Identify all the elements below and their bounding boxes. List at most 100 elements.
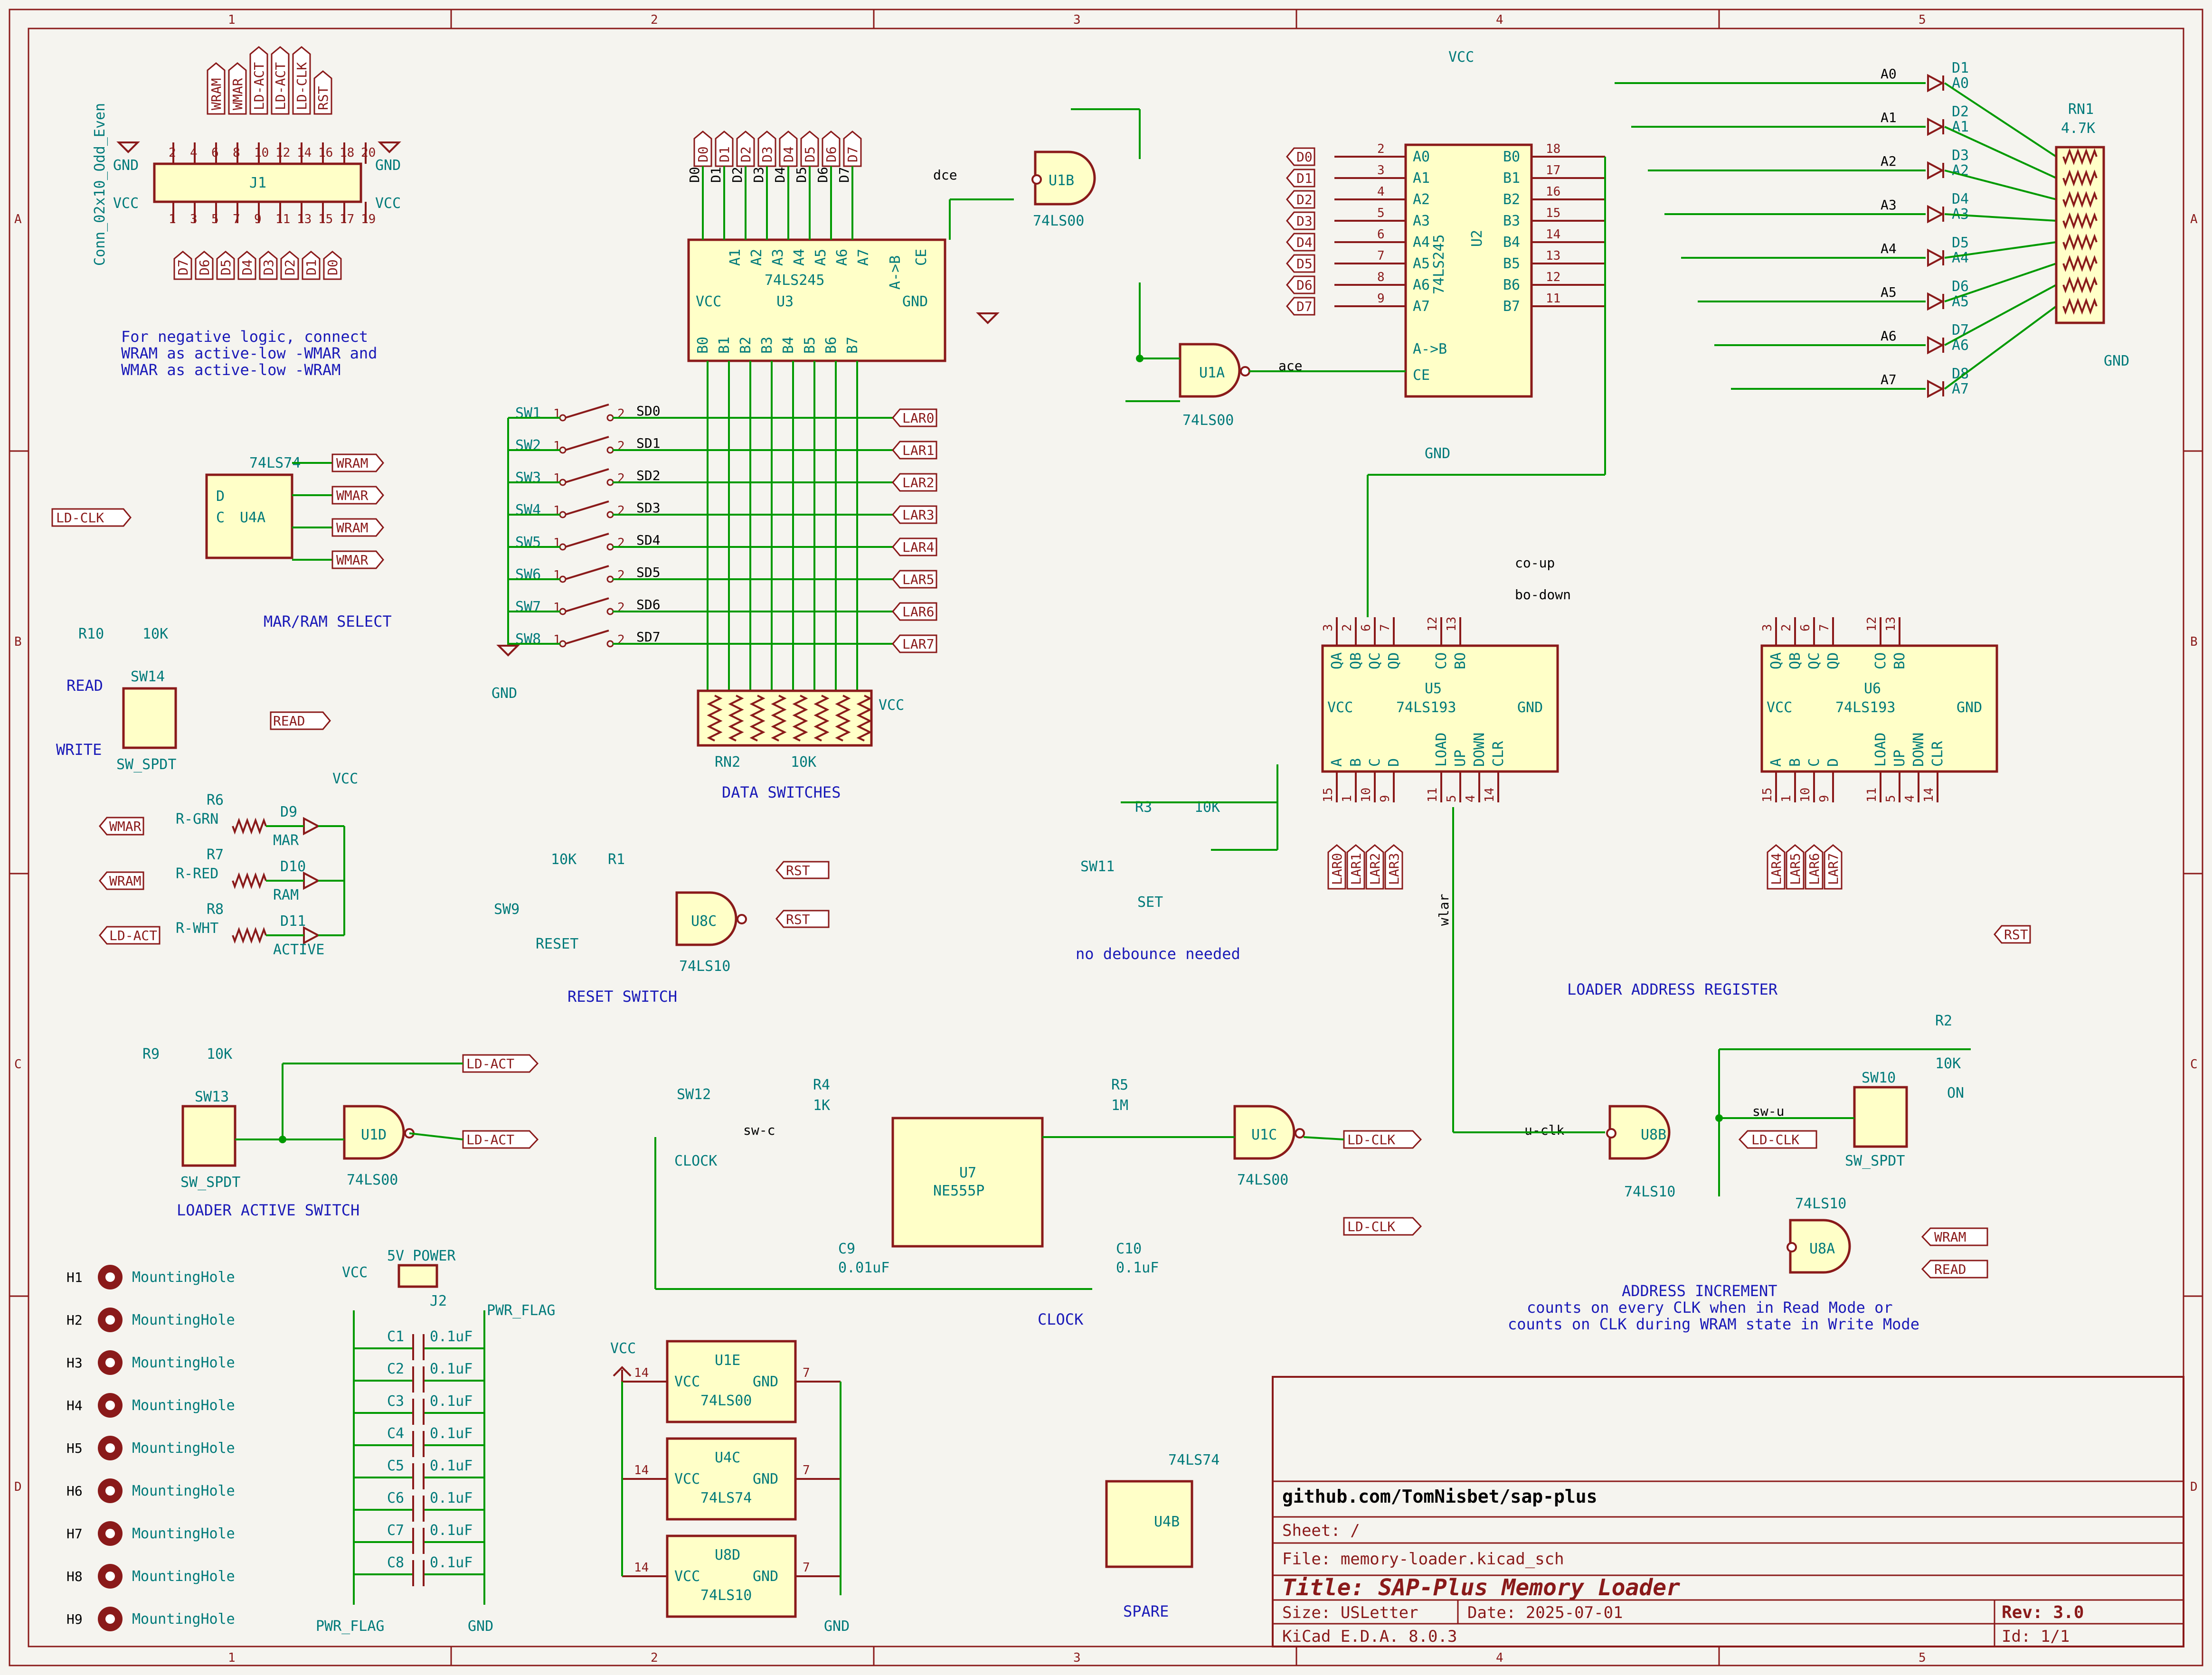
j1-top-label-1: WMAR [228,62,247,115]
sw14-ref: SW14 [131,668,165,685]
hole-ref-H1: H1 [66,1270,83,1285]
j1-bottom-label-4: D3 [259,251,278,280]
power-unit-pin14: 14 [634,1366,649,1380]
u5-pins-pin-DOWN: DOWN [1471,733,1488,767]
power-unit-gnd-U8D: GND [753,1568,778,1585]
switch-out-LAR3-shape [892,505,937,524]
note-clock: CLOCK [1038,1310,1084,1328]
led-net-A0: A0 [1881,66,1897,82]
switch-net-SD5: SD5 [636,565,661,580]
led-net-A2: A2 [1881,153,1897,169]
u3-pin-B5: B5 [802,337,818,354]
u6-pins-pin-num-13: 13 [1884,617,1898,631]
u2-out-num-13: 13 [1546,249,1560,263]
note-increment-1: ADDRESS INCREMENT [1622,1282,1777,1300]
u2-in-num-2: 2 [1377,142,1385,156]
u2-in-label-D1-shape [1286,169,1315,188]
databus-label-D5-shape [800,131,819,167]
u1d-ref: U1D [361,1127,387,1143]
databus-net-D7: D7 [836,167,852,183]
u5-pins-pin-num-3: 3 [1321,624,1335,631]
switch-net-SD7: SD7 [636,629,661,645]
power-unit-value-U8D: 74LS10 [700,1587,752,1604]
switch-out-LAR4: LAR4 [892,537,937,556]
note-negative-logic-3: WMAR as active-low -WRAM [121,361,340,379]
led-symbol [1927,336,1945,355]
switch-sw14[interactable]: SW14 SW_SPDT READ WRITE [56,668,177,773]
switch-pin-1: 1 [553,536,561,550]
reset-circuit: 10K R1 SW9 RESET U8C 74LS10 RST RST [494,851,830,975]
switch-gnd-sym [496,645,520,657]
databus-label-D2-shape [736,131,755,167]
counter-rst-label-shape [1994,925,2031,944]
u1d-value: 74LS00 [347,1172,398,1188]
u6-pins-pin-num-7: 7 [1817,624,1832,631]
u6-pins-vcc-pin: VCC [1767,699,1792,716]
j1-bottom-label-5-shape [280,251,299,280]
led-value-A1: A1 [1952,119,1969,135]
status-label-RAM: RAM [273,887,299,903]
u4a-c-pin: C [216,509,225,526]
u5-pins-pin-LOAD: LOAD [1433,733,1450,767]
j1-bottom-label-7-shape [323,251,342,280]
switch-sw13[interactable]: SW13 SW_SPDT [180,1089,240,1191]
status-in-WRAM-shape [99,871,144,890]
j1-pin-num-bottom-17: 17 [340,212,354,226]
switch-out-LAR3: LAR3 [892,505,937,524]
switch-contact [606,479,614,486]
j1-value: Conn_02x10_Odd_Even [92,103,108,266]
u4a-ref: U4A [240,509,265,526]
j1-gnd-right: GND [375,157,401,174]
j1-bottom-label-7: D0 [323,251,342,280]
u3-pin-B6: B6 [823,337,840,354]
read-incr-label: READ [1934,1261,1966,1277]
u5-ref: U5 [1425,680,1442,697]
u5-pins-pin-num-2: 2 [1340,624,1354,631]
switch-contact [559,608,567,615]
power-unit-pin14: 14 [634,1463,649,1477]
switch-contact [606,511,614,518]
frame-row-left-A: A [14,212,22,226]
u6-pins-pin-num-12: 12 [1865,617,1879,631]
switch-net-SD0: SD0 [636,403,661,419]
status-in-LD-ACT: LD-ACT [99,926,161,945]
pwr-flag-1: PWR_FLAG [487,1302,556,1319]
databus-label-D2-text: D2 [738,146,754,162]
j1-vcc-right: VCC [375,195,401,212]
u6-pins-pin-DOWN: DOWN [1910,733,1927,767]
switch-lever [565,565,609,580]
u4a-out-1-shape [331,486,384,505]
u2-in-label-D4: D4 [1286,233,1315,252]
j1-bottom-label-6: D1 [302,251,321,280]
switch-contact [559,511,567,518]
led-rn1-wire [1944,263,2057,302]
frame-col-top-4: 4 [1496,13,1503,27]
power-unit-pin7: 7 [803,1561,810,1575]
cap-value-C3: 0.1uF [430,1393,473,1410]
j1-bottom-label-0: D7 [173,251,192,280]
j1-pin-num-top-16: 16 [318,146,333,160]
u4a-out-2-shape [331,518,384,537]
u5-pins-pin-BO: BO [1452,652,1469,669]
switch-out-LAR4-shape [892,537,937,556]
glabel-ld-clk-1: LD-CLK [1343,1130,1422,1149]
u2-in-label-D4-text: D4 [1296,235,1313,250]
power-unit-value-U1E: 74LS00 [700,1393,752,1409]
u6-pins-pin-num-3: 3 [1760,624,1775,631]
wire-u1d-out [409,1132,463,1140]
led-ref-D3: D3 [1952,147,1969,164]
u4a-out-3-text: WMAR [336,552,369,568]
glabel-ld-clk-u4a: LD-CLK [51,508,132,527]
status-resistor [232,927,267,944]
switch-pin-1: 1 [553,504,561,518]
rn2-vcc-label: VCC [879,697,904,714]
u3-pin-B1: B1 [716,337,733,354]
u2-in-label-D3-text: D3 [1296,213,1313,229]
rn1-ref: RN1 [2068,101,2094,118]
mounting-hole-center [105,1614,115,1624]
j1-bottom-label-5-text: D2 [282,259,298,275]
u5-pins-pin-A: A [1329,758,1345,767]
rn1-resistor [2062,212,2098,229]
status-in-WMAR: WMAR [99,817,144,836]
u2-in-num-4: 4 [1377,185,1385,199]
